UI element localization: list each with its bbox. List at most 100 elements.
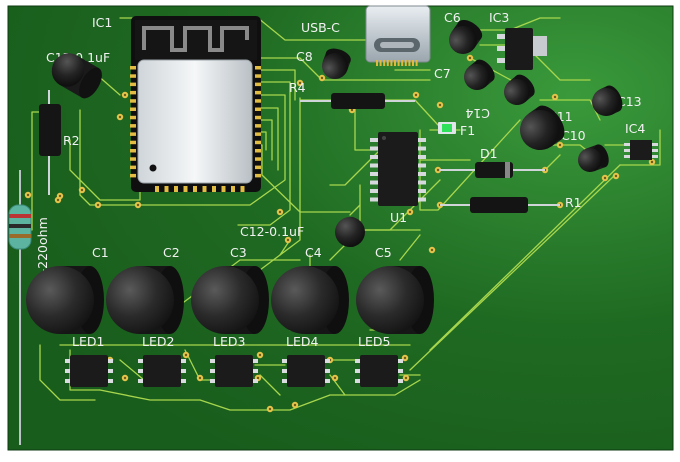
label-led3: LED3 [213,334,245,349]
label-f1: F1 [460,123,475,138]
via-hole [468,56,472,60]
via-hole [350,108,354,112]
label-c7: C7 [434,66,451,81]
capacitor-c14[interactable] [499,71,539,110]
esp32-pin [255,82,261,87]
esp32-pin [255,140,261,145]
capacitor-c12-mid-top [335,217,365,247]
capacitor-c7[interactable] [459,56,499,95]
via-hole [603,176,607,180]
esp32-pin [130,173,136,178]
u1-soic-ic[interactable] [370,132,426,206]
via-hole [333,376,337,380]
label-c14: C14 [465,106,490,121]
via-hole [558,143,562,147]
usb-c-pin [397,60,400,66]
via-hole [26,193,30,197]
usb-c-pin [386,60,389,66]
esp32-pin [255,74,261,78]
capacitor-c11[interactable] [512,100,570,157]
usb-c-pin [415,60,418,66]
led-pin [355,379,360,383]
esp32-pin [255,132,261,136]
led-chip-1[interactable] [65,355,113,387]
led-chip-3[interactable] [210,355,258,387]
capacitor-c5-top [356,266,424,334]
usb-c-pin [390,60,393,66]
via-hole [58,194,62,198]
u1-pin [418,146,426,151]
pin1-marker [149,164,157,172]
capacitor-c3-top [191,266,259,334]
led-pin [210,379,215,383]
via-hole [123,376,127,380]
label-r2: R2 [63,133,80,148]
u1-pin [418,189,426,193]
led-chip-5[interactable] [355,355,403,387]
capacitor-c5[interactable] [356,266,434,334]
led-pin [138,359,143,363]
esp32-pin [130,132,136,136]
usb-c-pin [401,60,404,66]
capacitor-c1[interactable] [26,266,104,334]
ic3-regulator[interactable] [497,28,547,70]
esp32-pin [240,186,245,192]
usb-c-pin [383,60,386,66]
led-pin [138,379,143,383]
esp32-pin [130,82,136,87]
esp32-pin [255,107,261,111]
label-c2: C2 [163,245,180,260]
r3-resistor[interactable] [8,170,32,445]
label-u1: U1 [390,210,407,225]
label-led4: LED4 [286,334,318,349]
via-hole [256,376,260,380]
r1-resistor[interactable] [440,197,560,213]
capacitor-c12-top[interactable] [46,47,107,102]
capacitor-c13[interactable] [587,83,626,121]
capacitor-c3[interactable] [191,266,269,334]
u1-pin [418,138,426,142]
capacitor-c14-top [504,79,530,105]
via-hole [184,353,188,357]
capacitor-c2[interactable] [106,266,184,334]
led-chip-4[interactable] [282,355,330,387]
esp32-pin [255,115,261,120]
via-hole [286,238,290,242]
esp32-module[interactable] [130,16,261,192]
capacitor-c10[interactable] [575,142,612,175]
r2-resistor[interactable] [39,90,61,195]
usb-c-pin [379,60,382,66]
ic4-chip[interactable] [624,140,658,160]
via-hole [436,168,440,172]
capacitor-c12-mid[interactable] [335,217,365,247]
capacitor-c4[interactable] [271,266,349,334]
label-led5: LED5 [358,334,390,349]
usb-c-connector[interactable] [365,5,431,66]
esp32-pin [130,74,136,78]
esp32-pin [255,149,261,153]
via-hole [278,210,282,214]
led-chip-2[interactable] [138,355,186,387]
via-hole [414,93,418,97]
r4-resistor[interactable] [300,93,415,109]
led-pin [355,369,360,373]
via-hole [123,93,127,97]
esp32-pin [130,140,136,145]
capacitor-c8[interactable] [318,45,353,82]
led-pin [138,369,143,373]
led-pin [108,359,113,363]
led-pin [210,369,215,373]
capacitor-c7-top [464,63,490,90]
via-hole [438,103,442,107]
usb-c-pin [412,60,414,66]
capacitor-c6[interactable] [444,16,486,60]
small-capacitors [46,16,626,247]
led-pin [398,379,403,383]
u1-pin [370,146,378,151]
f1-fuse[interactable] [438,122,456,134]
esp32-pin [183,186,188,192]
d1-diode[interactable] [440,162,545,178]
led-pin [210,359,215,363]
